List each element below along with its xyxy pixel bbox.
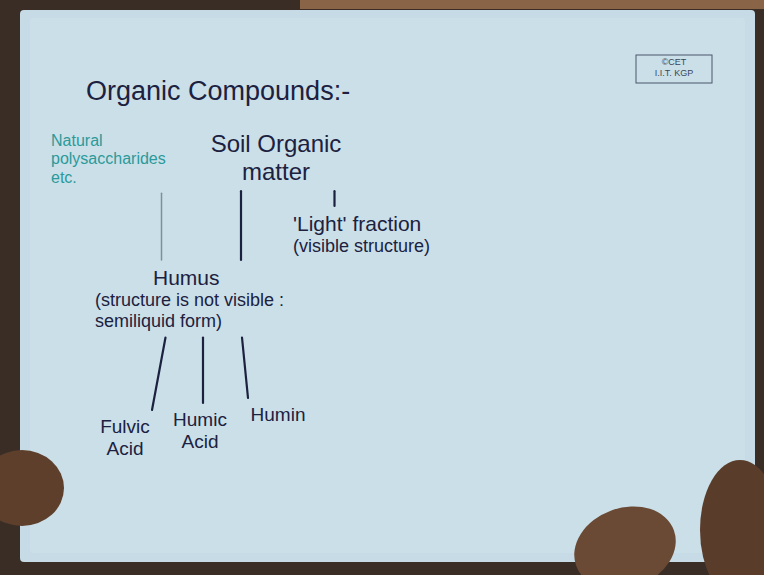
logo-text: I.I.T. KGP [638, 69, 710, 79]
top-strip [300, 0, 764, 9]
node-heading: Natural polysaccharides etc. [51, 132, 183, 187]
note-text: Natural polysaccharides etc. [46, 128, 188, 191]
paper-inner [30, 18, 745, 553]
paper-sheet [20, 10, 755, 562]
tree-branch [161, 193, 163, 260]
right-hand [700, 460, 764, 575]
tree-branch [333, 191, 335, 206]
tree-branch [242, 338, 248, 398]
right-thumb [562, 493, 687, 575]
logo-text: ©CET [638, 58, 710, 68]
node-heading: Humin [243, 404, 313, 426]
branch-topic: Humus(structure is not visible : semiliq… [90, 262, 322, 336]
node-heading: Soil Organic matter [197, 130, 355, 185]
tree-branch [202, 338, 204, 403]
node-heading: Fulvic Acid [93, 416, 157, 460]
node-heading: Humus [95, 266, 317, 290]
title: Organic Compounds:- [86, 76, 350, 107]
leaf-topic: Humic Acid [164, 405, 236, 457]
node-heading: Humic Acid [169, 409, 231, 453]
logo-frame [636, 55, 712, 83]
leaf-topic: Humin [238, 400, 318, 430]
node-note: (visible structure) [293, 236, 493, 257]
left-thumb [0, 450, 64, 526]
branch-topic: 'Light' fraction(visible structure) [288, 208, 498, 261]
node-note: (structure is not visible : semiliquid f… [95, 290, 317, 331]
tree-branch [240, 191, 242, 260]
root-topic: Soil Organic matter [192, 126, 360, 189]
node-heading: 'Light' fraction [293, 212, 493, 236]
leaf-topic: Fulvic Acid [88, 412, 162, 464]
tree-branch [152, 338, 166, 410]
